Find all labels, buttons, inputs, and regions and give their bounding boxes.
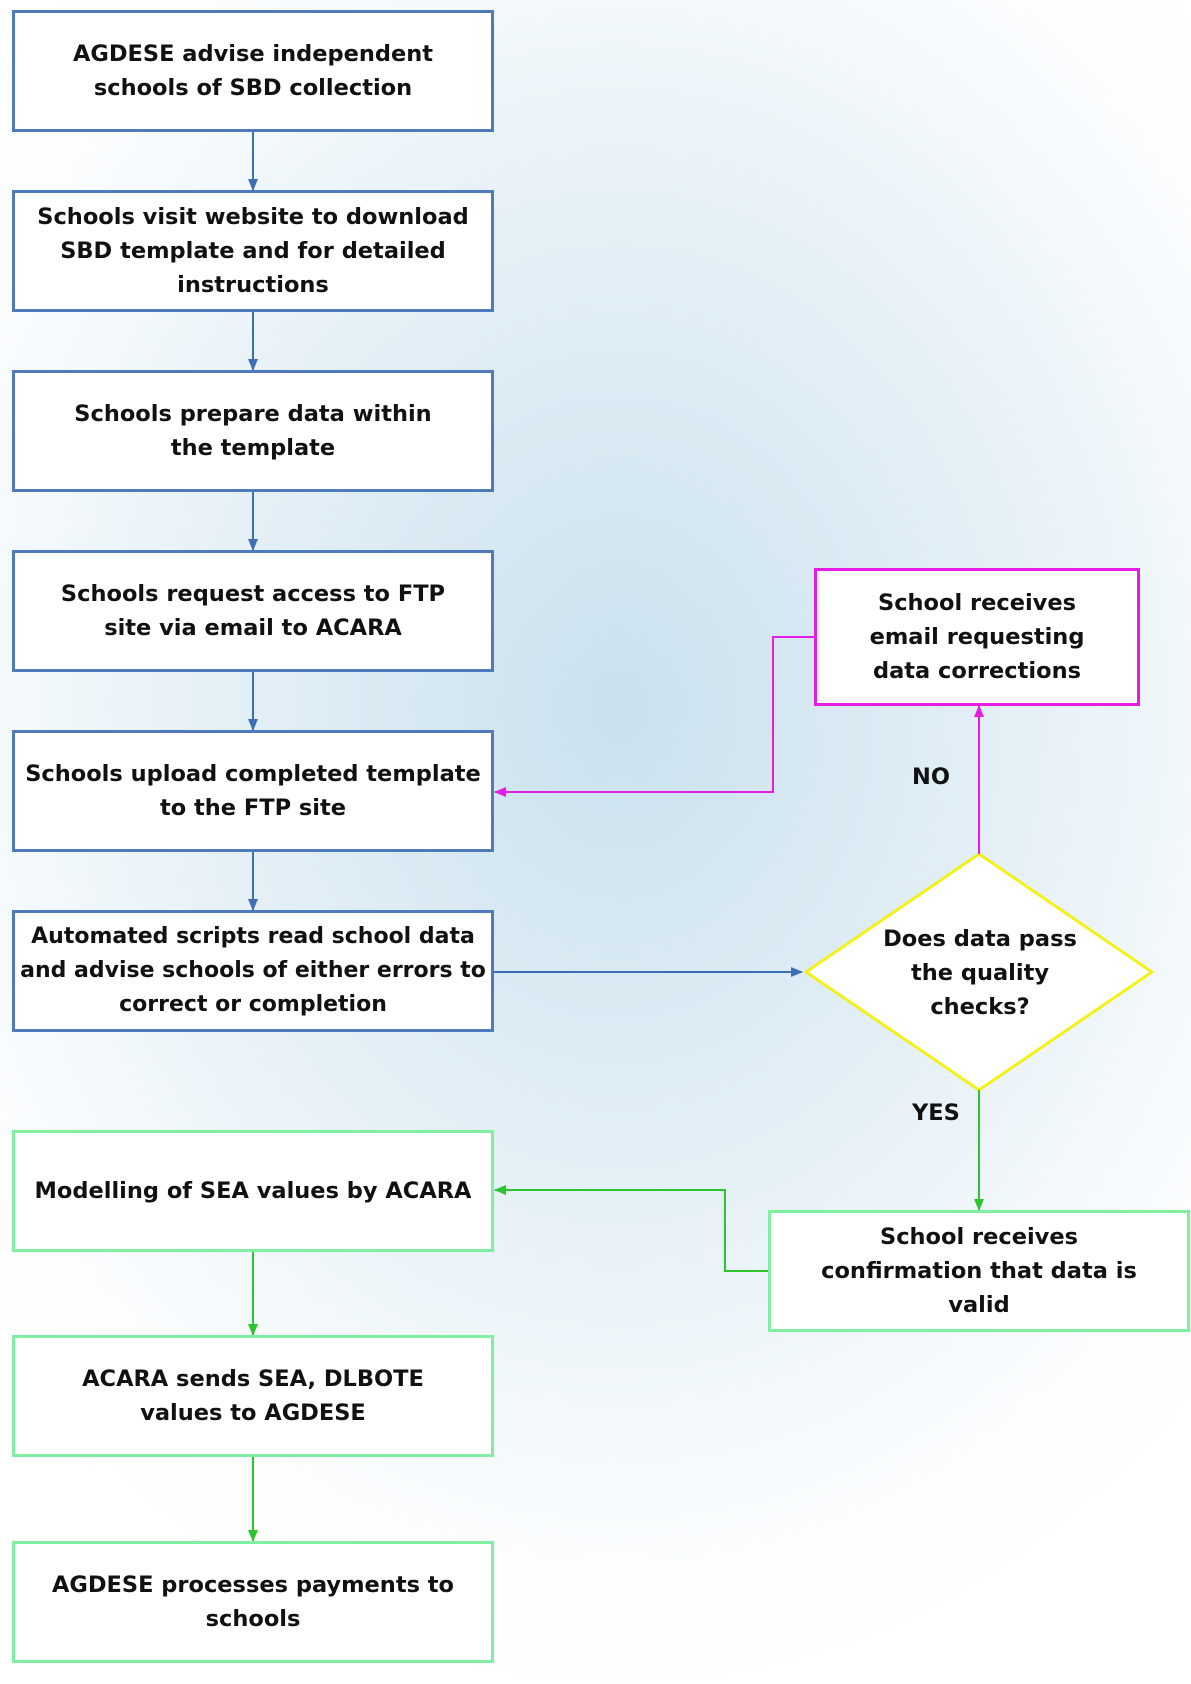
step-advise-text: AGDESE advise independent schools of SBD… [72, 41, 434, 101]
step-request-access-box: Schools request access to FTP site via e… [12, 550, 494, 672]
step-payments-box: AGDESE processes payments to schools [12, 1541, 494, 1663]
corrections-text: School receives email requesting data co… [869, 590, 1085, 684]
decision-question-text: Does data pass the quality checks? [883, 926, 1077, 1020]
arrow-corrections-to-upload [494, 636, 814, 797]
step-upload-text: Schools upload completed template to the… [25, 761, 481, 821]
corrections-box: School receives email requesting data co… [814, 568, 1140, 706]
arrow-confirmation-to-modelling [494, 1185, 768, 1272]
step-advise-box: AGDESE advise independent schools of SBD… [12, 10, 494, 132]
yes-label: YES [912, 1100, 960, 1126]
step-acara-sends-box: ACARA sends SEA, DLBOTE values to AGDESE [12, 1335, 494, 1457]
step-automated-scripts-text: Automated scripts read school data and a… [20, 924, 486, 1017]
step-payments-text: AGDESE processes payments to schools [51, 1572, 455, 1632]
no-label: NO [912, 764, 950, 790]
confirmation-box: School receives confirmation that data i… [768, 1210, 1190, 1332]
step-modelling-box: Modelling of SEA values by ACARA [12, 1130, 494, 1252]
confirmation-text: School receives confirmation that data i… [821, 1224, 1137, 1318]
step-acara-sends-text: ACARA sends SEA, DLBOTE values to AGDESE [82, 1366, 424, 1426]
step-download-box: Schools visit website to download SBD te… [12, 190, 494, 312]
step-prepare-box: Schools prepare data within the template [12, 370, 494, 492]
decision-question: Does data pass the quality checks? [820, 918, 1140, 1028]
step-automated-scripts-box: Automated scripts read school data and a… [12, 910, 494, 1032]
step-request-access-text: Schools request access to FTP site via e… [60, 581, 446, 641]
step-upload-box: Schools upload completed template to the… [12, 730, 494, 852]
step-modelling-text: Modelling of SEA values by ACARA [34, 1178, 472, 1204]
step-prepare-text: Schools prepare data within the template [74, 401, 432, 461]
step-download-text: Schools visit website to download SBD te… [37, 204, 469, 298]
